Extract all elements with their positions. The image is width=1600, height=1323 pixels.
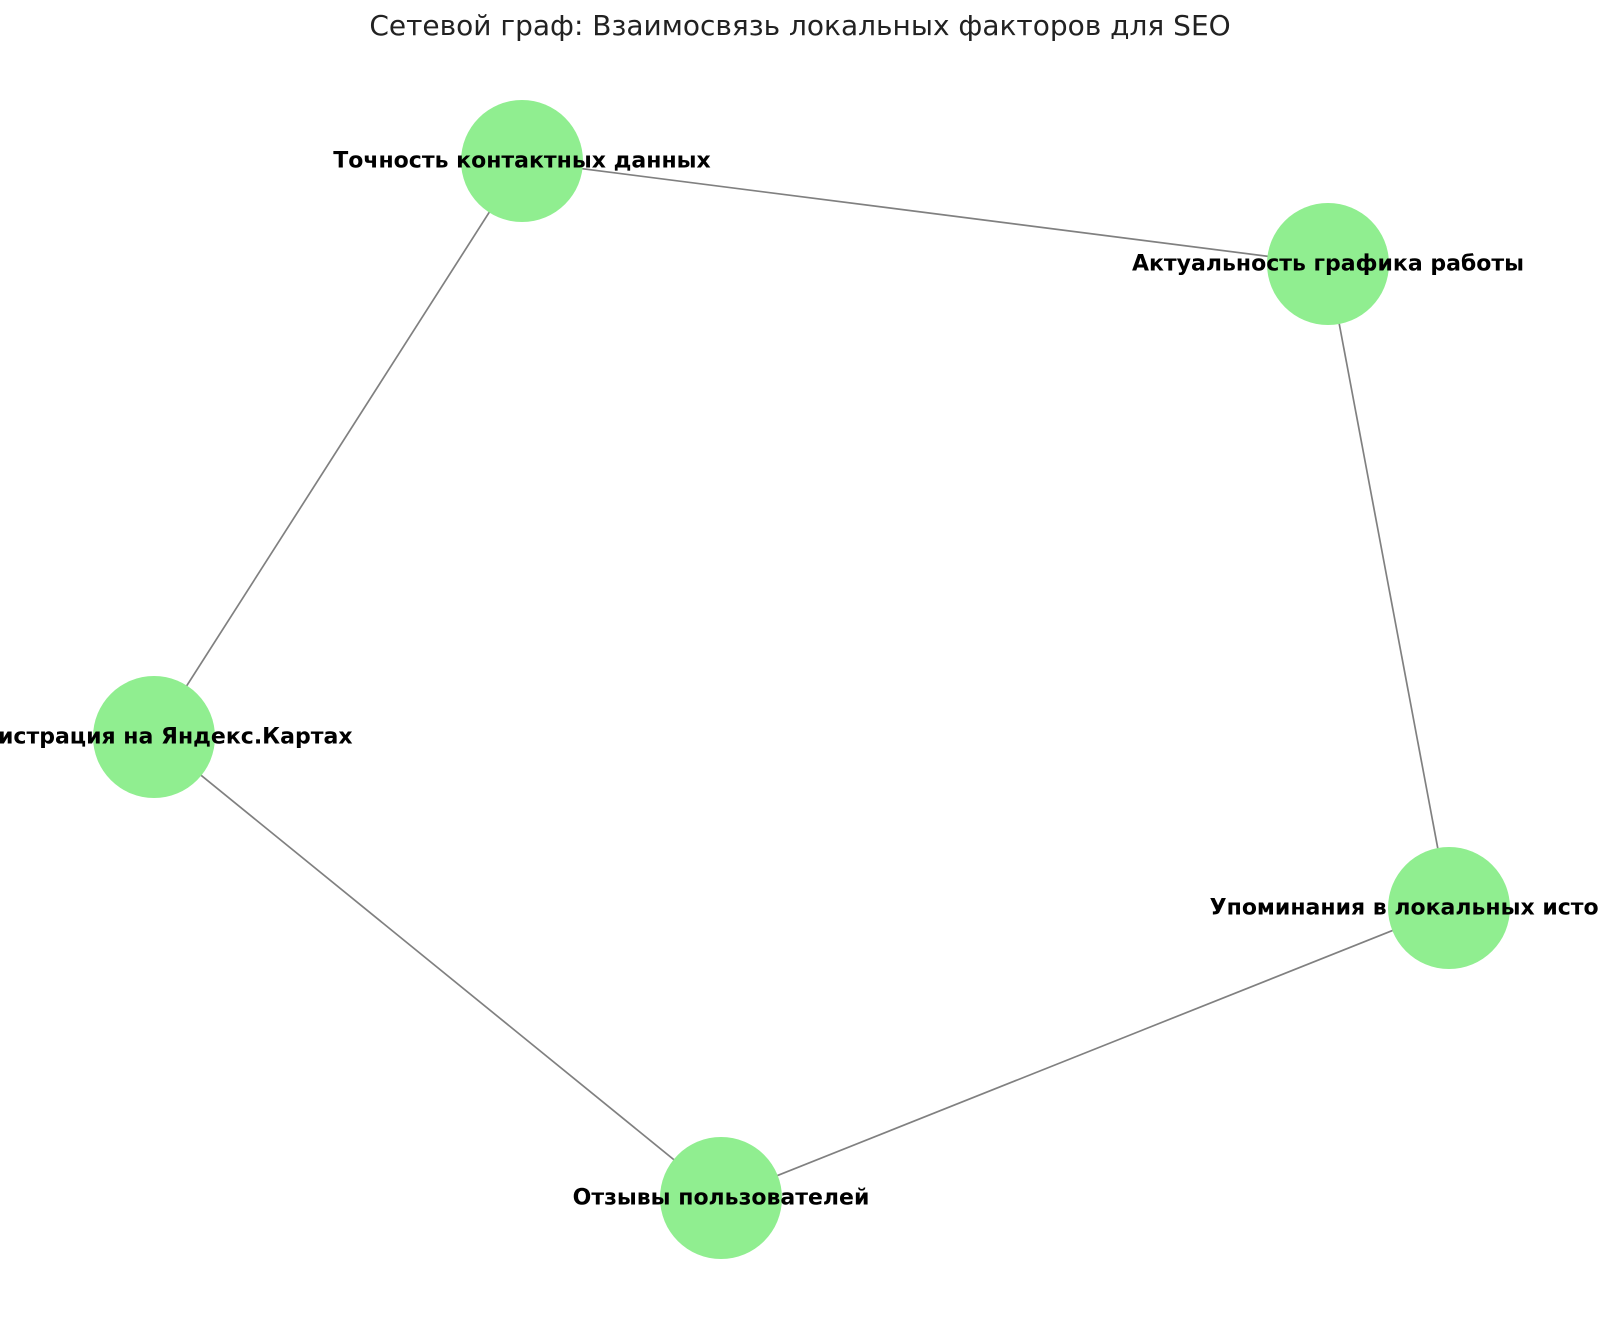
graph-node bbox=[461, 100, 583, 222]
graph-edge bbox=[1327, 263, 1450, 909]
graph-node bbox=[1267, 203, 1389, 325]
graph-node bbox=[93, 676, 215, 798]
chart-title: Сетевой граф: Взаимосвязь локальных факт… bbox=[369, 9, 1231, 42]
graph-edge bbox=[521, 160, 1329, 265]
graph-edge bbox=[720, 907, 1450, 1199]
graph-node bbox=[660, 1137, 782, 1259]
graph-edge bbox=[153, 160, 523, 738]
graph-edge bbox=[153, 736, 722, 1199]
graph-node bbox=[1388, 847, 1510, 969]
